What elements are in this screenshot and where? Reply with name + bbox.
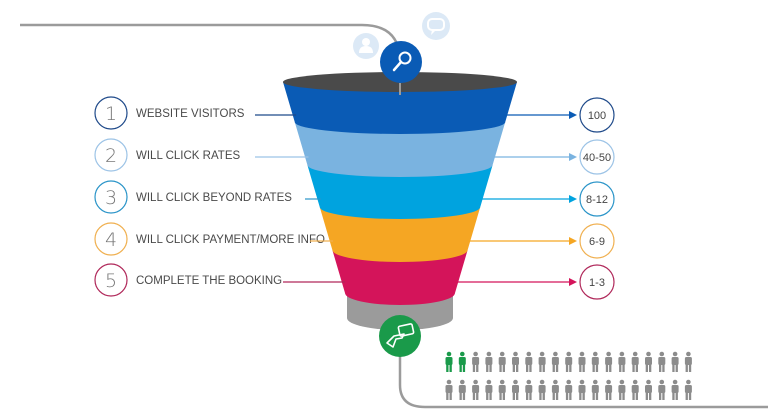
step-value: 8-12 [586, 194, 608, 206]
person-icon [525, 379, 533, 400]
person-icon [671, 379, 679, 400]
person-icon [658, 351, 666, 372]
person-icon [512, 379, 519, 400]
person-icon [498, 379, 506, 400]
person-icon [458, 351, 466, 372]
funnel-step-3: 3 WILL CLICK BEYOND RATES 8-12 [94, 180, 615, 217]
step-number-circle [94, 138, 128, 172]
person-icon [485, 379, 493, 400]
funnel-band-4 [319, 207, 481, 262]
search-icon [380, 41, 422, 83]
person-icon [618, 379, 626, 400]
step-number: 4 [105, 229, 117, 251]
arrow-icon [569, 111, 577, 119]
bottom-connector-line [398, 355, 768, 409]
step-label: WEBSITE VISITORS [136, 108, 245, 120]
person-icon [684, 379, 692, 400]
person-icon [645, 351, 652, 372]
arrow-icon [569, 153, 577, 161]
person-icon [578, 351, 586, 372]
person-icon [485, 351, 493, 372]
step-value-circle [579, 181, 615, 217]
person-icon [565, 351, 573, 372]
person-icon [458, 379, 466, 400]
step-number-circle [94, 180, 128, 214]
funnel-step-4: 4 WILL CLICK PAYMENT/MORE INFO 6-9 [94, 222, 615, 259]
person-icon [445, 351, 453, 372]
step-number: 3 [105, 187, 117, 209]
person-icon [658, 379, 666, 400]
person-icon [578, 379, 586, 400]
person-icon [631, 379, 639, 400]
person-icon [565, 379, 573, 400]
person-icon [512, 351, 519, 372]
step-label: WILL CLICK PAYMENT/MORE INFO [136, 234, 325, 246]
arrow-icon [569, 278, 577, 286]
step-value-circle [579, 139, 615, 175]
person-icon [551, 351, 559, 372]
funnel [283, 72, 517, 330]
person-icon [631, 351, 639, 372]
step-value-circle [579, 97, 615, 133]
step-value: 100 [588, 110, 606, 122]
step-value-circle [579, 264, 615, 300]
person-icon [618, 351, 626, 372]
step-number: 2 [105, 145, 117, 167]
top-connector-line [20, 23, 402, 59]
step-value-circle [579, 223, 615, 259]
person-icon [538, 379, 546, 400]
arrow-icon [569, 237, 577, 245]
person-icon [684, 351, 692, 372]
person-icon [671, 351, 679, 372]
people-pictogram [445, 351, 692, 400]
funnel-band-1 [283, 82, 517, 134]
person-icon [525, 351, 533, 372]
person-icon [538, 351, 546, 372]
person-icon [591, 379, 599, 400]
person-icon [472, 379, 480, 400]
person-icon [472, 351, 480, 372]
step-number: 5 [105, 270, 117, 292]
step-number-circle [94, 222, 128, 256]
step-number: 1 [105, 103, 117, 125]
funnel-step-5: 5 COMPLETE THE BOOKING 1-3 [94, 263, 615, 300]
person-icon [551, 379, 559, 400]
funnel-band-2 [294, 122, 506, 177]
funnel-band-3 [307, 165, 493, 219]
person-icon [445, 379, 453, 400]
step-value: 1-3 [589, 277, 605, 289]
person-icon [605, 351, 613, 372]
person-icon [605, 379, 613, 400]
arrow-icon [569, 195, 577, 203]
funnel-step-2: 2 WILL CLICK RATES 40-50 [94, 138, 615, 175]
step-label: WILL CLICK BEYOND RATES [136, 192, 292, 204]
step-label: COMPLETE THE BOOKING [136, 275, 282, 287]
step-value: 40-50 [583, 152, 611, 164]
chat-bubble-icon [422, 12, 450, 40]
user-icon [353, 33, 379, 59]
step-label: WILL CLICK RATES [136, 150, 240, 162]
step-value: 6-9 [589, 236, 605, 248]
person-icon [498, 351, 506, 372]
person-icon [645, 379, 652, 400]
person-icon [591, 351, 599, 372]
funnel-band-5 [332, 250, 468, 305]
funnel-step-1: 1 WEBSITE VISITORS 100 [94, 96, 615, 133]
payment-card-icon [379, 315, 421, 357]
step-number-circle [94, 96, 128, 130]
step-number-circle [94, 263, 128, 297]
